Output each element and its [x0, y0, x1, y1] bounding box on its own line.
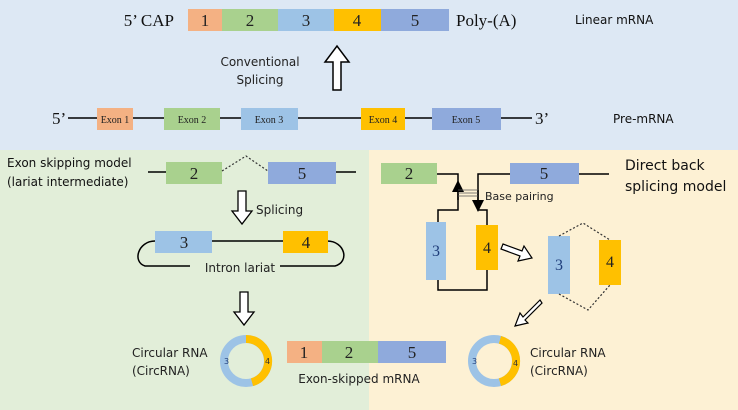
down-arrow-icon — [232, 291, 256, 327]
exon-skipping-title-1: Exon skipping model — [7, 156, 132, 170]
pre-exon-1 — [97, 108, 133, 130]
right-circ-exon-4-arc — [498, 335, 521, 387]
pre-exon-1-label: Exon 1 — [101, 115, 130, 126]
pre-exon-2 — [164, 108, 220, 130]
left-circrna-ring: 3 4 — [220, 334, 273, 387]
back-exon-5-label: 5 — [540, 164, 549, 183]
skip-junction-dotted — [221, 155, 269, 172]
exon-skipped-mrna-label: Exon-skipped mRNA — [298, 372, 420, 386]
pre-exon-4 — [361, 108, 405, 130]
pre-exon-5-label: Exon 5 — [452, 115, 481, 126]
linear-mrna-title: Linear mRNA — [575, 13, 654, 27]
back-loop-exon-4 — [476, 225, 498, 270]
skip-exon-5-label: 5 — [298, 164, 307, 183]
cap-label: 5’ CAP — [124, 11, 174, 30]
right-circ-exon-3-label: 3 — [472, 357, 477, 366]
skip-exon-5 — [268, 162, 336, 184]
linear-exon-5 — [381, 9, 449, 31]
back-strand-left — [437, 173, 459, 222]
linear-exon-4-label: 4 — [353, 11, 362, 30]
left-circrna-label-1: Circular RNA — [132, 346, 208, 360]
pre-mrna-title: Pre-mRNA — [613, 112, 674, 126]
lariat-exon-4-label: 4 — [302, 233, 311, 252]
back-loop-bottom — [437, 270, 488, 291]
pre-mrna-5prime: 5’ — [52, 109, 66, 128]
skipped-exon-2 — [322, 341, 378, 363]
right-circ-exon-4-label: 4 — [513, 359, 518, 368]
linear-exon-5-label: 5 — [411, 11, 420, 30]
lariat-exon-3-label: 3 — [180, 233, 189, 252]
pre-exon-5 — [432, 108, 501, 130]
back-loop-exon-3-label: 3 — [432, 243, 440, 260]
polya-label: Poly-(A) — [456, 11, 516, 30]
left-circ-exon-3-label: 3 — [224, 357, 229, 366]
exon-skipping-panel — [0, 150, 369, 410]
linear-exon-3-label: 3 — [302, 11, 311, 30]
skipped-exon-2-label: 2 — [345, 343, 354, 362]
skipped-exon-5-label: 5 — [408, 343, 417, 362]
lariat-exon-4 — [283, 231, 328, 253]
back-splicing-title-2: splicing model — [625, 179, 726, 195]
back-exon-2 — [381, 163, 437, 184]
lariat-loop — [137, 240, 345, 267]
linear-exon-4 — [334, 9, 381, 31]
conventional-label-1: Conventional — [220, 55, 299, 69]
pre-exon-4-label: Exon 4 — [369, 115, 398, 126]
pre-exon-3 — [241, 108, 298, 130]
left-circ-exon-4-arc — [245, 334, 273, 387]
up-arrow-icon — [323, 44, 351, 91]
back-loop-exon-3 — [426, 222, 446, 280]
exon-skipping-title-2: (lariat intermediate) — [7, 175, 128, 189]
linear-mrna-bar: 1 2 3 4 5 — [188, 9, 449, 31]
right-circrna-label-2: (CircRNA) — [530, 364, 588, 378]
back-joined-dotted-bottom — [558, 284, 611, 311]
skipped-exon-1-label: 1 — [300, 343, 309, 362]
back-exon-5 — [510, 163, 579, 184]
pre-exon-3-label: Exon 3 — [255, 115, 284, 126]
linear-exon-1-label: 1 — [201, 11, 210, 30]
base-pairing-lines — [458, 189, 478, 197]
exon-skipped-mrna-bar: 1 2 5 — [287, 341, 446, 363]
pre-mrna-exons: Exon 1 Exon 2 Exon 3 Exon 4 Exon 5 — [97, 108, 501, 130]
back-joined-exon-3 — [548, 236, 570, 294]
skipped-exon-5 — [378, 341, 446, 363]
left-circ-exon-4-label: 4 — [265, 357, 270, 366]
back-loop-exon-4-label: 4 — [483, 240, 491, 257]
pre-exon-2-label: Exon 2 — [178, 115, 207, 126]
linear-exon-1 — [188, 9, 222, 31]
splicing-label: Splicing — [256, 203, 303, 217]
pre-mrna-3prime: 3’ — [535, 109, 549, 128]
back-joined-dotted-top — [558, 222, 611, 241]
intron-lariat-label: Intron lariat — [205, 261, 276, 275]
back-joined-exon-4 — [599, 240, 621, 285]
back-joined-exon-3-label: 3 — [555, 257, 563, 274]
linear-exon-3 — [278, 9, 334, 31]
back-splicing-title-1: Direct back — [625, 158, 706, 174]
conventional-label-2: Splicing — [236, 73, 283, 87]
skip-exon-2 — [166, 162, 222, 184]
right-arrow-icon — [500, 243, 533, 262]
splicing-down-arrow-icon — [230, 190, 254, 226]
back-exon-2-label: 2 — [405, 164, 414, 183]
back-joined-exon-4-label: 4 — [606, 254, 614, 271]
linear-exon-2 — [222, 9, 278, 31]
lariat-exon-3 — [155, 231, 212, 253]
right-circrna-label-1: Circular RNA — [530, 346, 606, 360]
linear-exon-2-label: 2 — [246, 11, 255, 30]
diagonal-down-arrow-icon — [514, 299, 543, 327]
base-pairing-label: Base pairing — [485, 190, 554, 203]
skip-exon-2-label: 2 — [190, 164, 199, 183]
left-circrna-label-2: (CircRNA) — [132, 364, 190, 378]
skipped-exon-1 — [287, 341, 322, 363]
right-circrna-ring: 3 4 — [468, 335, 521, 387]
